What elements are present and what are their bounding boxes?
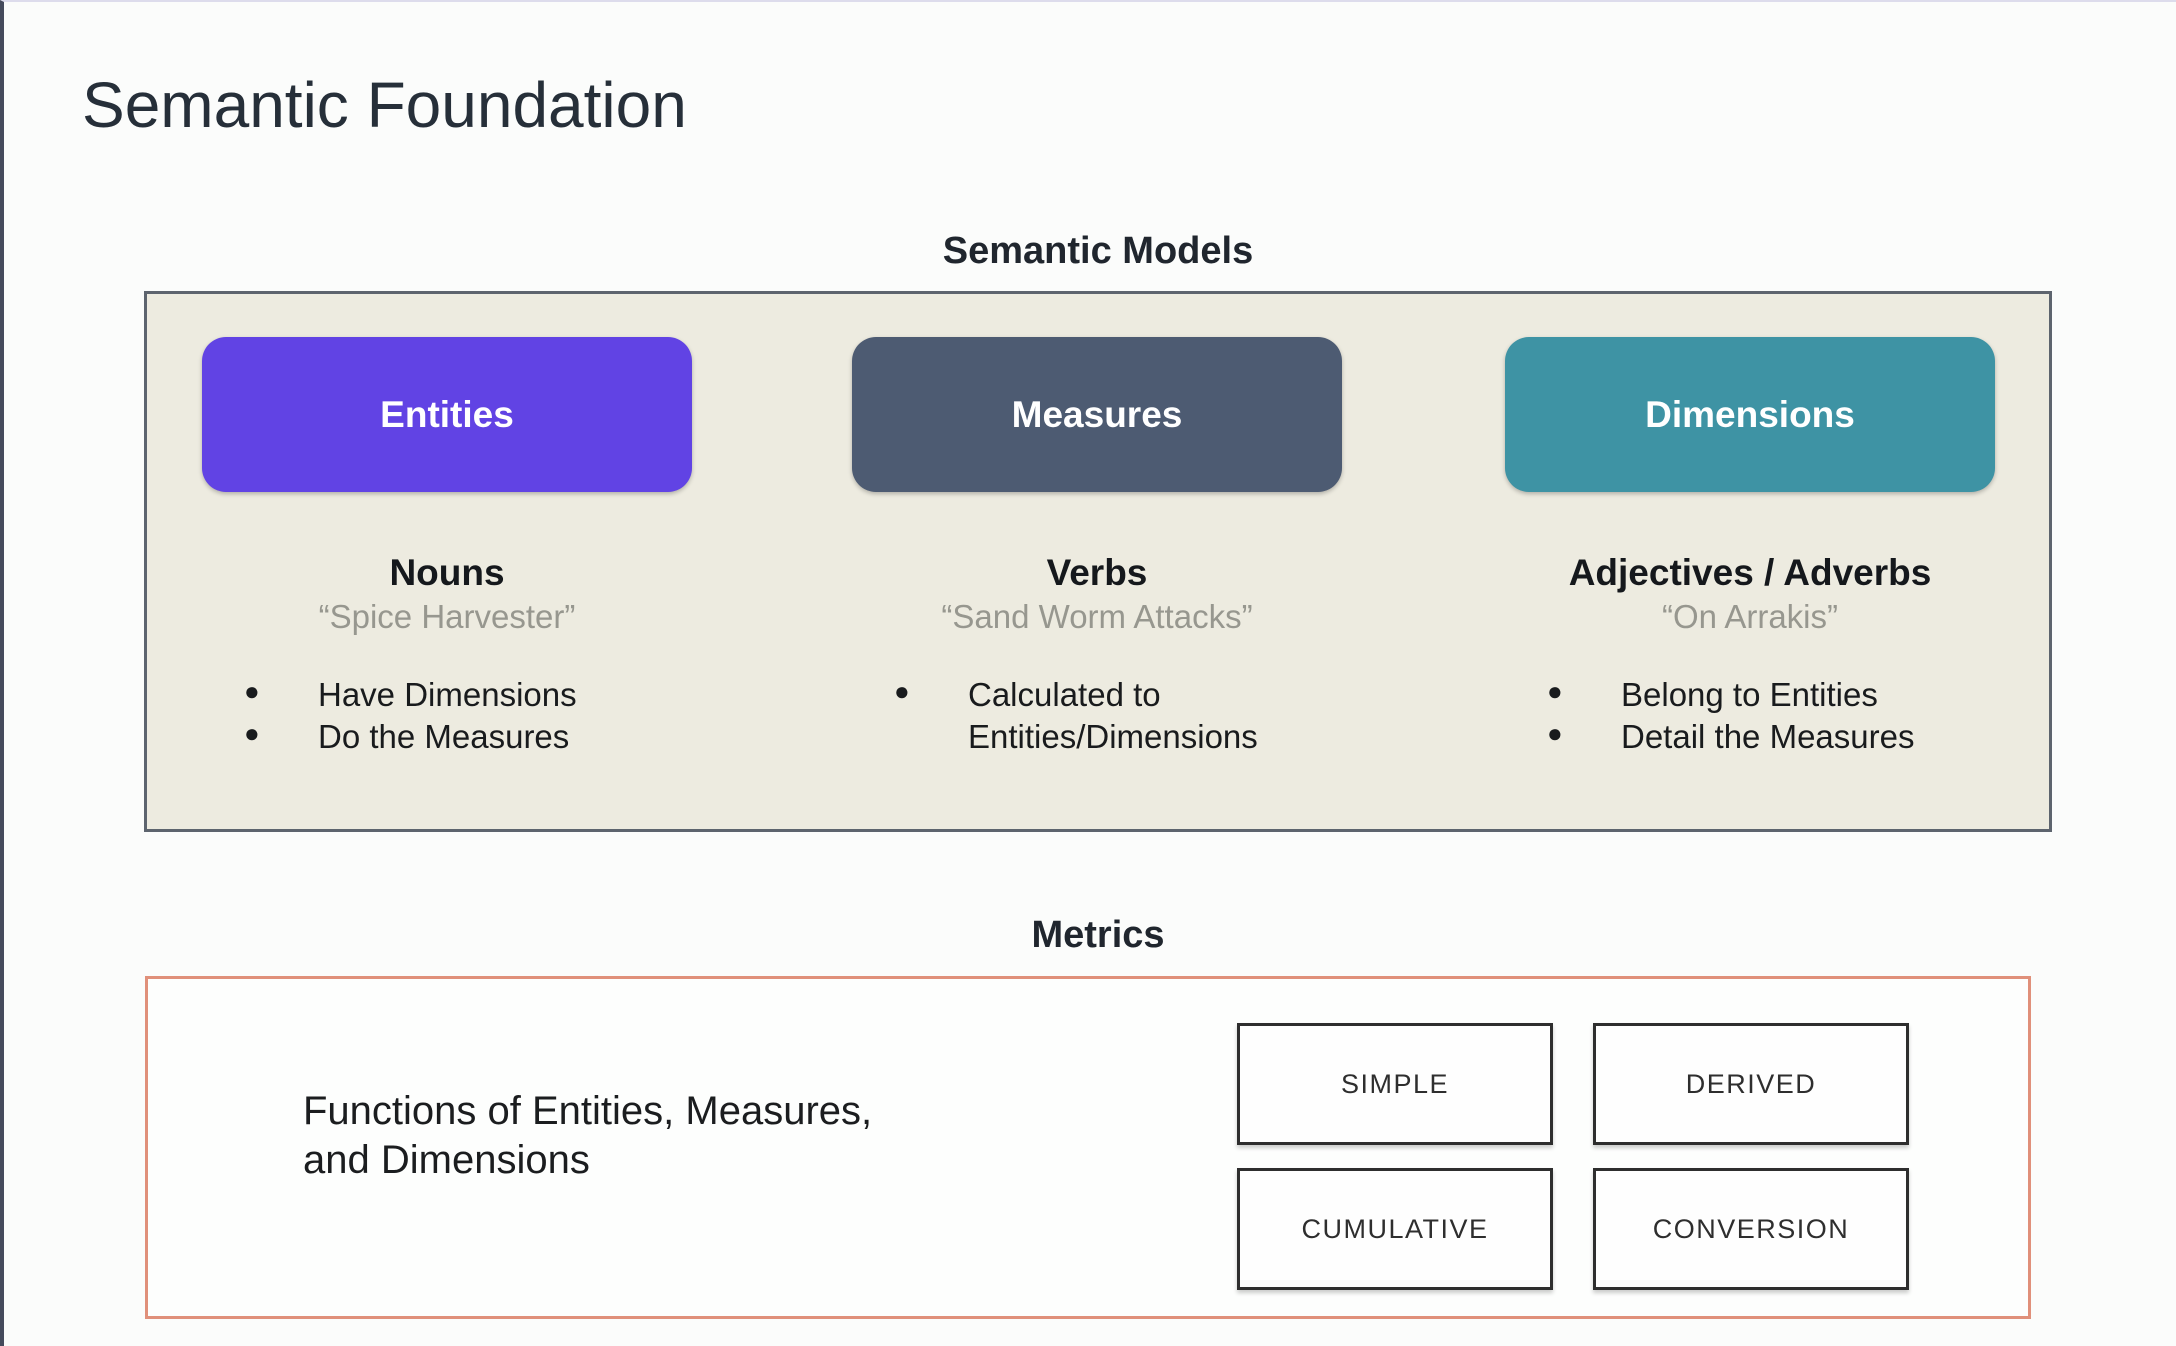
dimensions-bullet-list: Belong to Entities Detail the Measures [1505,674,1995,758]
semantic-models-heading: Semantic Models [942,230,1254,272]
entities-pill: Entities [202,337,692,492]
column-entities: Entities Nouns “Spice Harvester” Have Di… [202,337,692,758]
metric-type-derived: DERIVED [1593,1023,1909,1145]
entities-subtitle: Nouns [389,552,505,593]
bullet-item: Do the Measures [202,716,690,758]
measures-pill: Measures [852,337,1342,492]
bullet-item: Detail the Measures [1505,716,1993,758]
measures-quote: “Sand Worm Attacks” [941,598,1253,635]
bullet-item: Belong to Entities [1505,674,1993,716]
metrics-description-line: and Dimensions [303,1137,590,1182]
column-measures: Measures Verbs “Sand Worm Attacks” Calcu… [852,337,1342,758]
dimensions-pill: Dimensions [1505,337,1995,492]
metrics-description-line: Functions of Entities, Measures, [303,1089,873,1133]
dimensions-quote: “On Arrakis” [1661,598,1839,635]
measures-bullet-list: Calculated to Entities/Dimensions [852,674,1342,758]
dimensions-subtitle: Adjectives / Adverbs [1568,552,1932,593]
entities-bullet-list: Have Dimensions Do the Measures [202,674,692,758]
metrics-heading: Metrics [1031,914,1165,956]
bullet-item: Have Dimensions [202,674,690,716]
column-dimensions: Dimensions Adjectives / Adverbs “On Arra… [1505,337,1995,758]
metric-type-simple: SIMPLE [1237,1023,1553,1145]
semantic-models-panel: Entities Nouns “Spice Harvester” Have Di… [144,291,2052,832]
measures-subtitle: Verbs [1046,552,1148,593]
metrics-panel: Functions of Entities, Measures, and Dim… [145,976,2031,1319]
bullet-item: Calculated to Entities/Dimensions [852,674,1340,758]
metric-type-conversion: CONVERSION [1593,1168,1909,1290]
metrics-description: Functions of Entities, Measures, and Dim… [303,1087,872,1185]
page-title: Semantic Foundation [82,69,687,141]
entities-quote: “Spice Harvester” [318,598,576,635]
metric-type-cumulative: CUMULATIVE [1237,1168,1553,1290]
